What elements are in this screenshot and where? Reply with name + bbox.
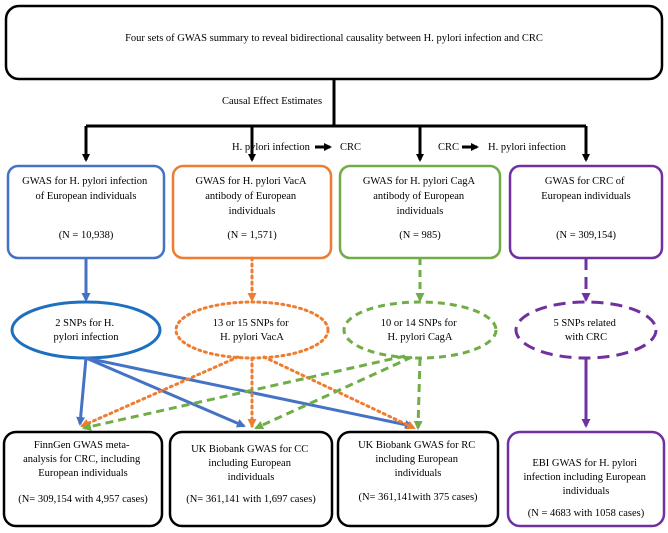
snp-line: H. pylori VacA [220, 332, 284, 343]
outcome-sample-size: (N= 361,141 with 1,697 cases) [186, 494, 316, 505]
arrow-caga-to-cc [254, 355, 413, 430]
snp-line: 10 or 14 SNPs for [381, 318, 457, 329]
outcome-line: EBI GWAS for H. pylori [532, 458, 637, 469]
outcome-sample-size: (N = 4683 with 1058 cases) [528, 508, 645, 519]
exposure-box-caga: GWAS for H. pylori CagA antibody of Euro… [338, 164, 502, 260]
outcome-line: FinnGen GWAS meta- [34, 440, 130, 451]
snp-line: 13 or 15 SNPs for [213, 318, 289, 329]
outcome-line: analysis for CRC, including [23, 454, 141, 465]
exposure-box-crc: GWAS for CRC of European individuals (N … [508, 164, 664, 260]
exposure-line: GWAS for H. pylori CagA [363, 176, 476, 187]
outcome-box-text: UK Biobank GWAS for CC including Europea… [191, 444, 311, 483]
outcome-line: UK Biobank GWAS for CC [191, 444, 308, 455]
exposure-line: individuals [397, 206, 444, 217]
snp-line: pylori infection [53, 332, 119, 343]
exposure-box-vaca: GWAS for H. pylori VacA antibody of Euro… [171, 164, 333, 260]
outcome-line: infection including European [523, 472, 646, 483]
exposure-line: GWAS for H. pylori VacA [196, 176, 307, 187]
outcome-sample-size: (N= 309,154 with 4,957 cases) [18, 494, 148, 505]
snp-oval-text: 13 or 15 SNPs for H. pylori VacA [213, 318, 291, 343]
outcome-line: individuals [563, 486, 610, 497]
exposure-line: GWAS for CRC of [545, 176, 625, 187]
exposure-sample-size: (N = 985) [399, 230, 441, 241]
snp-line: with CRC [565, 332, 607, 343]
outcome-box-text: FinnGen GWAS meta- analysis for CRC, inc… [23, 440, 143, 479]
forward-source-label: H. pylori infection [232, 142, 311, 153]
outcome-box-text: EBI GWAS for H. pylori infection includi… [523, 458, 648, 497]
outcome-box-text: UK Biobank GWAS for RC including Europea… [358, 440, 478, 479]
snp-oval-vaca: 13 or 15 SNPs for H. pylori VacA [174, 300, 330, 360]
snp-oval-text: 10 or 14 SNPs for H. pylori CagA [381, 318, 459, 343]
exposure-sample-size: (N = 10,938) [59, 230, 114, 241]
causal-effect-label: Causal Effect Estimates [222, 96, 322, 107]
arrow-caga-to-rc [413, 357, 423, 430]
outcome-line: individuals [228, 472, 275, 483]
exposure-box-text: GWAS for H. pylori CagA antibody of Euro… [363, 176, 477, 217]
exposure-line: individuals [229, 206, 276, 217]
outcome-line: including European [208, 458, 291, 469]
outcome-box-finngen: FinnGen GWAS meta- analysis for CRC, inc… [2, 430, 164, 528]
exposure-sample-size: (N = 309,154) [556, 230, 616, 241]
exposure-line: European individuals [541, 191, 631, 202]
outcome-line: UK Biobank GWAS for RC [358, 440, 475, 451]
snp-oval-caga: 10 or 14 SNPs for H. pylori CagA [342, 300, 498, 360]
exposure-box-text: GWAS for CRC of European individuals [541, 176, 631, 202]
arrow-caga-to-finngen [82, 354, 406, 431]
arrow-vaca-to-rc [262, 355, 416, 430]
snp-oval-hpylori: 2 SNPs for H. pylori infection [10, 300, 162, 360]
exposure-line: of European individuals [36, 191, 137, 202]
top-summary-text: Four sets of GWAS summary to reveal bidi… [125, 33, 543, 44]
exposure-box-text: GWAS for H. pylori VacA antibody of Euro… [196, 176, 309, 217]
arrow-vaca-to-finngen [80, 355, 240, 428]
snp-line: H. pylori CagA [387, 332, 452, 343]
outcome-line: European individuals [38, 468, 128, 479]
outcome-box-ukb-cc: UK Biobank GWAS for CC including Europea… [168, 430, 334, 528]
snp-line: 2 SNPs for H. [55, 318, 114, 329]
arrow-hpylori-to-cc [85, 356, 246, 428]
reverse-source-label: CRC [438, 142, 459, 153]
exposure-sample-size: (N = 1,571) [227, 230, 277, 241]
snp-line: 5 SNPs related [553, 318, 616, 329]
arrow-hpylori-to-finngen [76, 357, 88, 426]
outcome-sample-size: (N= 361,141with 375 cases) [358, 492, 478, 503]
outcome-line: individuals [395, 468, 442, 479]
snp-oval-text: 2 SNPs for H. pylori infection [53, 318, 119, 343]
snp-oval-crc: 5 SNPs related with CRC [514, 300, 658, 360]
outcome-box-ukb-rc: UK Biobank GWAS for RC including Europea… [336, 430, 500, 528]
exposure-box-text: GWAS for H. pylori infection of European… [22, 176, 150, 202]
exposure-line: GWAS for H. pylori infection [22, 176, 148, 187]
exposure-box-hpylori: GWAS for H. pylori infection of European… [6, 164, 166, 260]
exposure-line: antibody of European [373, 191, 465, 202]
forward-target-label: CRC [340, 142, 361, 153]
outcome-line: including European [375, 454, 458, 465]
outcome-box-ebi: EBI GWAS for H. pylori infection includi… [506, 430, 666, 528]
exposure-line: antibody of European [205, 191, 297, 202]
snp-oval-text: 5 SNPs related with CRC [553, 318, 618, 343]
reverse-target-label: H. pylori infection [488, 142, 567, 153]
